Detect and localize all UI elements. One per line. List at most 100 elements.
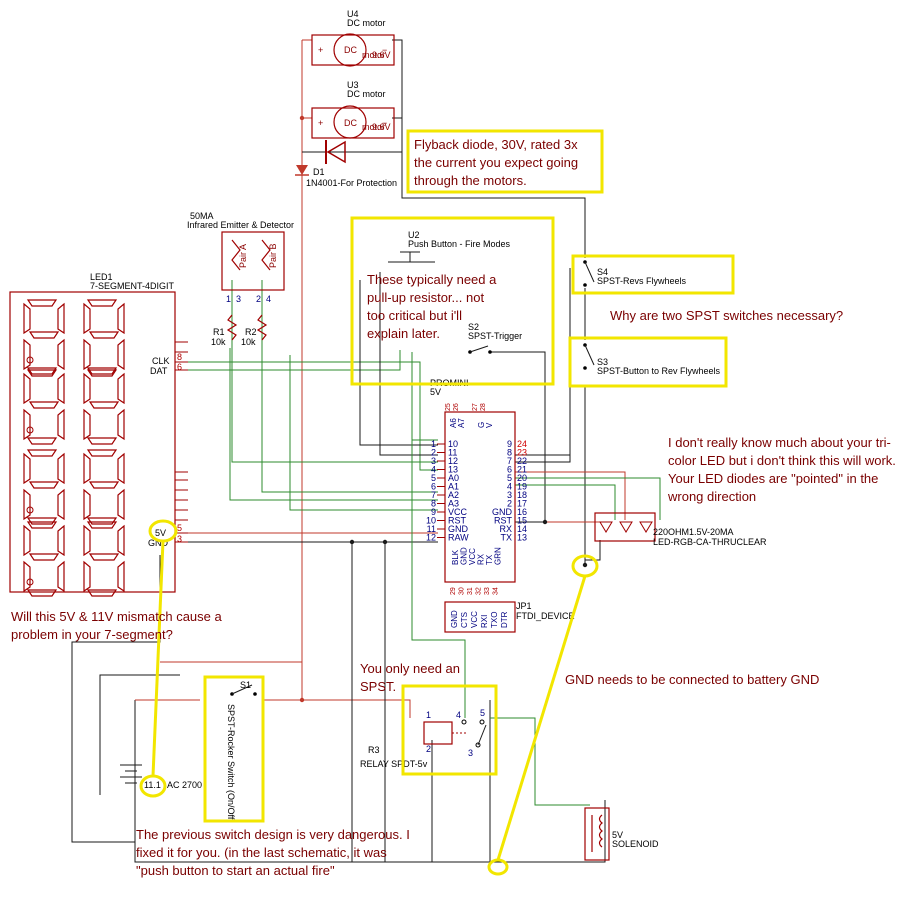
svg-text:Pair A: Pair A: [238, 244, 248, 268]
svg-text:−: −: [382, 118, 387, 128]
svg-text:DAT: DAT: [150, 366, 168, 376]
svg-text:7-SEGMENT-4DIGIT: 7-SEGMENT-4DIGIT: [90, 281, 175, 291]
seven-segment-digit: [23, 521, 65, 597]
pullup-note-line2: pull-up resistor... not: [367, 290, 484, 305]
svg-text:DC: DC: [344, 45, 357, 55]
promini-right-pin-number: 13: [517, 533, 527, 543]
promini-right-pin-label: RST: [494, 516, 513, 526]
svg-text:50MA: 50MA: [190, 211, 214, 221]
promini-top-pin-number: 28: [480, 403, 487, 411]
svg-text:motor: motor: [362, 50, 385, 60]
svg-text:D1: D1: [313, 167, 325, 177]
promini-top-pin-label: A6: [449, 418, 458, 428]
svg-text:R1: R1: [213, 327, 225, 337]
tricolor-note-line4: wrong direction: [667, 489, 756, 504]
seven-segment-digit: [23, 449, 65, 525]
promini-left-pin-label: RAW: [448, 533, 469, 543]
pullup-note-line4: explain later.: [367, 326, 440, 341]
promini-right-pin-number: 15: [517, 516, 527, 526]
svg-text:SPST-Rocker Switch (On/Off): SPST-Rocker Switch (On/Off): [226, 704, 236, 822]
promini-top-pin-label: A7: [457, 418, 466, 428]
svg-text:4: 4: [456, 710, 461, 720]
svg-text:R3: R3: [368, 745, 380, 755]
promini-left-pin-number: 11: [427, 524, 436, 534]
push-button-u2: U2 Push Button - Fire Modes: [388, 230, 511, 263]
svg-text:220OHM1.5V-20MA: 220OHM1.5V-20MA: [653, 527, 734, 537]
tricolor-note-line3: Your LED diodes are "pointed" in the: [668, 471, 878, 486]
ftdi-pin-label: CTS: [460, 612, 469, 628]
svg-text:AC 2700: AC 2700: [167, 780, 202, 790]
svg-text:5V: 5V: [612, 830, 623, 840]
seven-segment-digit: [83, 369, 125, 445]
gnd-battery-note: GND needs to be connected to battery GND: [565, 672, 819, 687]
svg-text:2: 2: [256, 294, 261, 304]
relay-r3: 1 4 5 2 3 R3 RELAY SPDT-5v: [360, 708, 487, 769]
svg-text:5V: 5V: [430, 387, 441, 397]
svg-text:U2: U2: [408, 230, 420, 240]
promini-right-pin-label: 5: [507, 473, 512, 483]
promini-left-pin-number: 7: [431, 490, 436, 500]
ftdi-pin-label: RXI: [480, 615, 489, 628]
promini-bottom-pin-number: 33: [484, 587, 491, 595]
promini-right-pin-label: TX: [500, 533, 512, 543]
promini-top-pin-label: V: [485, 422, 494, 428]
promini-left-pin-number: 6: [431, 482, 436, 492]
motor-u4-ref: U4: [347, 9, 359, 19]
seven-segment-digit: [83, 521, 125, 597]
promini-left-pin-label: A0: [448, 473, 459, 483]
promini-right-pin-number: 23: [517, 448, 527, 458]
promini-right-pin-number: 19: [517, 482, 527, 492]
mismatch-note-line1: Will this 5V & 11V mismatch cause a: [11, 609, 222, 624]
ftdi-pin-label: GND: [450, 610, 459, 628]
promini-left-pin-number: 12: [426, 533, 436, 543]
flyback-note-box: [406, 129, 604, 194]
seven-segment-digit: [23, 299, 65, 375]
two-spst-note: Why are two SPST switches necessary?: [610, 308, 843, 323]
svg-text:FTDI_DEVICE: FTDI_DEVICE: [516, 611, 575, 621]
promini-left-pin-label: GND: [448, 524, 469, 534]
only-spst-note-line2: SPST.: [360, 679, 396, 694]
promini-left-pin-number: 5: [431, 473, 436, 483]
promini-left-pin-label: VCC: [448, 507, 468, 517]
promini-right-pin-number: 21: [517, 465, 527, 475]
svg-text:Push Button - Fire Modes: Push Button - Fire Modes: [408, 239, 511, 249]
promini-right-pin-label: 9: [507, 439, 512, 449]
svg-text:9.6V: 9.6V: [372, 122, 391, 132]
motor-u4-name: DC motor: [347, 18, 386, 28]
svg-text:8: 8: [177, 352, 182, 362]
svg-text:GND: GND: [148, 538, 169, 548]
svg-text:motor: motor: [362, 122, 385, 132]
svg-text:3: 3: [177, 534, 182, 544]
svg-text:SPST-Revs Flywheels: SPST-Revs Flywheels: [597, 276, 687, 286]
flyback-note-line1: Flyback diode, 30V, rated 3x: [414, 137, 578, 152]
promini-left-pin-label: 11: [448, 448, 457, 458]
promini-left-pin-label: A1: [448, 482, 459, 492]
svg-text:+: +: [318, 45, 323, 55]
s3-highlight-box: [568, 336, 728, 388]
promini-right-pin-label: 7: [507, 456, 512, 466]
seven-segment-digit: [23, 369, 65, 445]
svg-text:S4: S4: [597, 267, 608, 277]
svg-text:LED-RGB-CA-THRUCLEAR: LED-RGB-CA-THRUCLEAR: [653, 537, 767, 547]
resistor-r1: R1 10k: [211, 314, 238, 347]
s1-highlight-box: [203, 675, 265, 823]
promini-bottom-pin-label: BLK: [451, 549, 460, 565]
promini-bottom-pin-number: 34: [493, 587, 500, 595]
promini-left-pin-label: 10: [448, 439, 458, 449]
promini-right-pin-number: 22: [517, 456, 527, 466]
promini-left-pin-number: 8: [431, 499, 436, 509]
promini-top-pin-number: 26: [453, 403, 460, 411]
clk-wire: [180, 361, 438, 471]
svg-text:4: 4: [266, 294, 271, 304]
promini-left-pin-label: RST: [448, 516, 467, 526]
promini-right-pin-label: GND: [492, 507, 513, 517]
svg-text:RELAY SPDT-5v: RELAY SPDT-5v: [360, 759, 428, 769]
promini-left-pin-number: 1: [431, 439, 436, 449]
only-spst-note-line1: You only need an: [360, 661, 460, 676]
display-pin-stubs: [175, 341, 188, 543]
ir-emitter-detector: 50MA Infrared Emitter & Detector Pair A …: [187, 211, 294, 304]
review-notes: Flyback diode, 30V, rated 3x the current…: [11, 137, 896, 878]
promini-left-pin-label: A2: [448, 490, 459, 500]
promini-left-pin-number: 2: [431, 448, 436, 458]
